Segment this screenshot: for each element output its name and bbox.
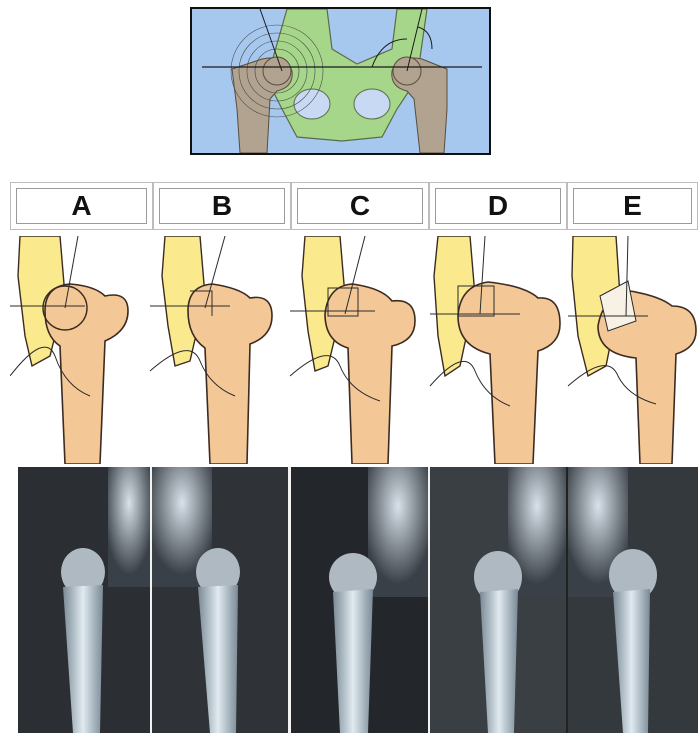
grade-label-e: E xyxy=(573,188,692,224)
grade-label-d: D xyxy=(435,188,561,224)
grade-label-c: C xyxy=(297,188,423,224)
hip-drawing-d xyxy=(430,236,560,464)
grade-cell-b: B xyxy=(153,182,291,230)
grade-cell-c: C xyxy=(291,182,429,230)
hip-drawings-row xyxy=(10,236,698,464)
hip-drawing-a xyxy=(10,236,128,464)
xray-panel-2 xyxy=(152,467,288,733)
grade-label-a: A xyxy=(16,188,147,224)
hip-drawing-b xyxy=(150,236,272,464)
hip-drawing-e xyxy=(568,236,696,464)
xray-panel-1 xyxy=(18,467,150,733)
hip-drawings-svg xyxy=(10,236,698,464)
grade-cell-d: D xyxy=(429,182,567,230)
hip-drawing-c xyxy=(290,236,415,464)
grade-cell-e: E xyxy=(567,182,698,230)
xray-images-svg xyxy=(18,467,698,733)
xray-panel-5 xyxy=(568,467,698,733)
grade-header-row: A B C D E xyxy=(10,182,698,232)
pelvis-schematic-svg xyxy=(192,9,489,153)
grade-cell-a: A xyxy=(10,182,153,230)
xray-images-row xyxy=(18,467,698,733)
xray-panel-4 xyxy=(430,467,566,733)
xray-panel-3 xyxy=(291,467,428,733)
pelvis-schematic xyxy=(190,7,491,155)
grade-label-b: B xyxy=(159,188,285,224)
